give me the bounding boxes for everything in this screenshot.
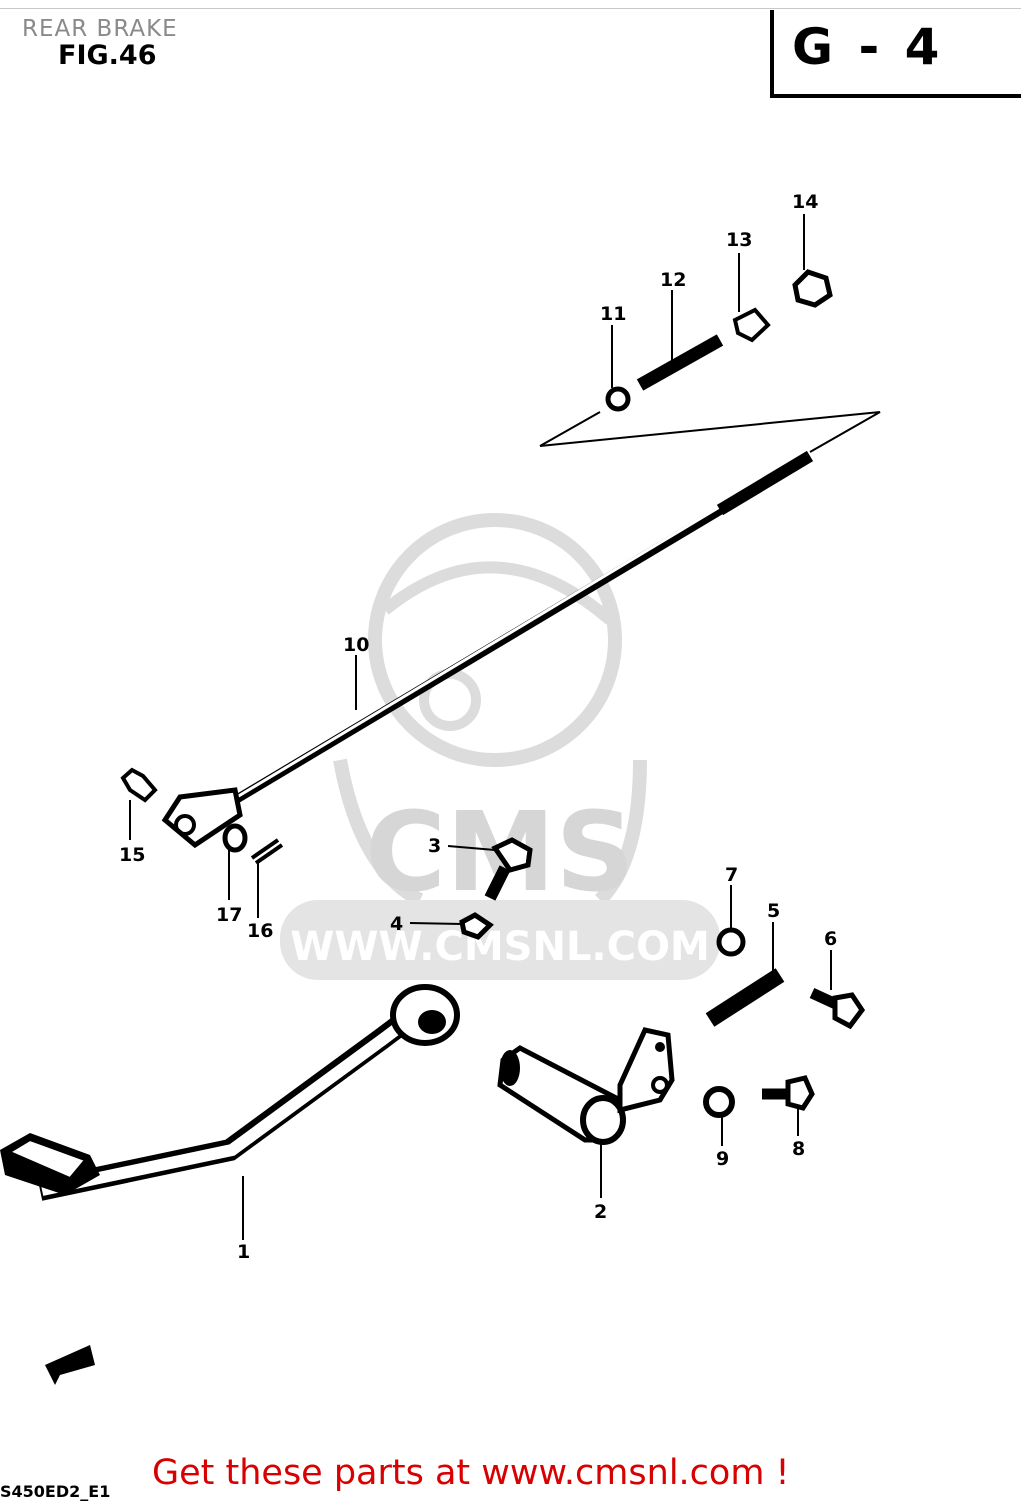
callout-15: 15 bbox=[119, 844, 145, 866]
callout-17: 17 bbox=[216, 904, 242, 926]
part-spring-12 bbox=[636, 334, 724, 391]
callout-7: 7 bbox=[725, 864, 738, 886]
part-bolt-6 bbox=[809, 988, 866, 1030]
callout-12: 12 bbox=[660, 269, 686, 291]
figure-label: FIG.46 bbox=[58, 40, 157, 71]
part-washer-11 bbox=[605, 386, 631, 412]
callout-5: 5 bbox=[767, 900, 780, 922]
callout-16: 16 bbox=[247, 920, 273, 942]
callout-2: 2 bbox=[594, 1201, 607, 1223]
callout-6: 6 bbox=[824, 928, 837, 950]
part-nut-4 bbox=[459, 912, 494, 940]
part-nut-9 bbox=[703, 1086, 735, 1118]
group-box bbox=[770, 10, 1021, 98]
callout-9: 9 bbox=[716, 1148, 729, 1170]
callout-1: 1 bbox=[237, 1241, 250, 1263]
part-pin-15 bbox=[120, 767, 158, 803]
part-brake-pedal bbox=[0, 984, 460, 1201]
group-code: G - 4 bbox=[792, 18, 944, 76]
callout-numbers: 1 2 3 4 5 6 7 8 9 10 11 12 13 14 15 16 1… bbox=[119, 191, 837, 1263]
front-arrow-icon bbox=[45, 1345, 95, 1385]
promo-link[interactable]: Get these parts at www.cmsnl.com ! bbox=[152, 1453, 790, 1493]
callout-8: 8 bbox=[792, 1138, 805, 1160]
callout-3: 3 bbox=[428, 835, 441, 857]
leader-lines bbox=[129, 214, 832, 1240]
part-return-spring-5 bbox=[705, 968, 785, 1027]
part-adjusting-nut-14 bbox=[792, 269, 833, 308]
callout-11: 11 bbox=[600, 303, 626, 325]
part-cotter-pin-16 bbox=[250, 838, 284, 865]
part-nut-7 bbox=[716, 927, 746, 957]
part-joint-13 bbox=[732, 307, 771, 343]
watermark-mascot-head bbox=[368, 513, 622, 767]
watermark: CMS WWW.CMSNL.COM bbox=[280, 513, 720, 980]
watermark-mascot-body bbox=[333, 758, 647, 907]
part-brake-pedal-shaft bbox=[497, 1027, 675, 1145]
part-washer-17 bbox=[222, 823, 248, 853]
callout-14: 14 bbox=[792, 191, 818, 213]
callout-4: 4 bbox=[390, 913, 403, 935]
top-rule bbox=[0, 8, 1021, 9]
part-bolt-8 bbox=[762, 1075, 815, 1111]
part-brake-rod bbox=[161, 450, 814, 849]
watermark-url: WWW.CMSNL.COM bbox=[290, 924, 710, 970]
drawing-code: S450ED2_E1 bbox=[0, 1482, 111, 1501]
part-bolt-3 bbox=[484, 837, 533, 901]
callout-10: 10 bbox=[343, 634, 369, 656]
section-title: REAR BRAKE bbox=[22, 16, 178, 42]
watermark-banner bbox=[280, 900, 720, 980]
cutaway-marker bbox=[539, 411, 881, 453]
callout-13: 13 bbox=[726, 229, 752, 251]
